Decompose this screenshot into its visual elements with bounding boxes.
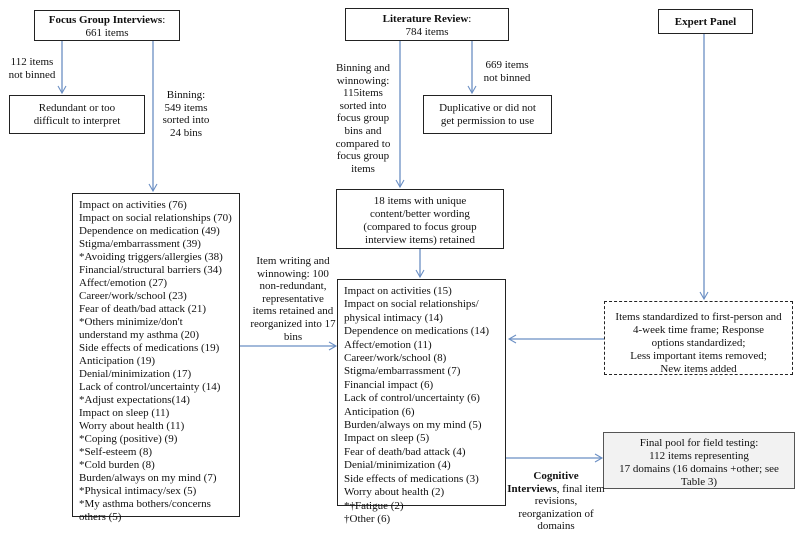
domain-item: †Other (6) <box>344 512 391 525</box>
bin-item: Affect/emotion (27) <box>79 277 168 289</box>
domain-item: Lack of control/uncertainty (6) <box>344 392 480 405</box>
bins-24-list: Impact on activities (76)Impact on socia… <box>72 193 240 523</box>
domain-item: Impact on sleep (5) <box>344 432 430 445</box>
expert-change-line: Items standardized to first-person and <box>615 311 782 323</box>
literature-title: Literature Review <box>382 13 469 25</box>
expert-change-line: 4-week time frame; Response <box>632 324 765 336</box>
literature-count: 784 items <box>405 26 449 38</box>
final-pool-box: Final pool for field testing:112 items r… <box>603 432 795 489</box>
bin-item: *Physical intimacy/sex (5) <box>79 485 197 497</box>
domain-item: Worry about health (2) <box>344 486 445 499</box>
domain-item: Career/work/school (8) <box>344 352 447 365</box>
domain-item: Burden/always on my mind (5) <box>344 419 482 432</box>
expert-change-line: New items added <box>660 363 737 375</box>
literature-box: Literature Review: 784 items <box>345 8 509 41</box>
bin-item: Impact on sleep (11) <box>79 407 170 419</box>
unique-items-box: 18 items with unique content/better word… <box>336 189 504 249</box>
bin-item: others (5) <box>79 511 122 523</box>
cognitive-detail: , final item revisions, reorganization o… <box>518 482 605 533</box>
cognitive-title: Cognitive Interviews <box>507 470 579 495</box>
domain-item: Financial impact (6) <box>344 378 434 391</box>
final-pool-line: Table 3) <box>680 476 718 488</box>
bin-item: *Others minimize/don't <box>79 316 183 328</box>
bin-item: *My asthma bothers/concerns <box>79 498 211 510</box>
domain-item: Anticipation (6) <box>344 405 415 418</box>
expert-title: Expert Panel <box>674 16 737 28</box>
bin-item: Stigma/embarrassment (39) <box>79 238 201 250</box>
bin-item: *Avoiding triggers/allergies (38) <box>79 251 223 263</box>
bin-item: Fear of death/bad attack (21) <box>79 303 207 315</box>
bin-item: Lack of control/uncertainty (14) <box>79 381 221 393</box>
item-writing-label: Item writing and winnowing: 100 non-redu… <box>250 255 336 343</box>
domain-item: Denial/minimization (4) <box>344 459 451 472</box>
focus-group-count: 661 items <box>85 27 129 39</box>
expert-change-line: Less important items removed; <box>630 350 767 362</box>
bin-item: Anticipation (19) <box>79 355 156 367</box>
final-pool-line: Final pool for field testing: <box>639 437 759 449</box>
bin-item: *Cold burden (8) <box>79 459 155 471</box>
redundant-box: Redundant or too difficult to interpret <box>9 95 145 134</box>
domain-item: Affect/emotion (11) <box>344 338 432 351</box>
domain-item: physical intimacy (14) <box>344 311 443 324</box>
expert-panel-box: Expert Panel <box>658 9 753 34</box>
bin-item: Financial/structural barriers (34) <box>79 264 222 276</box>
fg-binning-label: Binning: 549 items sorted into 24 bins <box>162 89 210 139</box>
domain-item: Impact on social relationships/ <box>344 298 479 311</box>
fg-not-binned-label: 112 items not binned <box>8 56 56 81</box>
bin-item: Impact on social relationships (70) <box>79 212 232 224</box>
bin-item: understand my asthma (20) <box>79 329 200 341</box>
bin-item: *Self-esteem (8) <box>79 446 152 458</box>
expert-change-line: options standardized; <box>651 337 746 349</box>
lit-not-binned-label: 669 items not binned <box>483 59 531 84</box>
focus-group-title: Focus Group Interviews <box>48 14 163 26</box>
domain-item: Fear of death/bad attack (4) <box>344 445 466 458</box>
bin-item: Dependence on medication (49) <box>79 225 220 237</box>
cognitive-label: Cognitive Interviews, final item revisio… <box>506 470 606 533</box>
bins-17-list: Impact on activities (15)Impact on socia… <box>337 279 506 525</box>
domain-item: *†Fatigue (2) <box>344 499 404 512</box>
bin-item: *Adjust expectations(14) <box>79 394 190 406</box>
bin-item: Side effects of medications (19) <box>79 342 220 354</box>
bin-item: Worry about health (11) <box>79 420 185 432</box>
bin-item: Denial/minimization (17) <box>79 368 192 380</box>
duplicative-box: Duplicative or did not get permission to… <box>423 95 552 134</box>
bin-item: *Coping (positive) (9) <box>79 433 178 445</box>
domain-item: Impact on activities (15) <box>344 285 452 297</box>
bin-item: Burden/always on my mind (7) <box>79 472 217 484</box>
bin-item: Impact on activities (76) <box>79 199 187 211</box>
domain-item: Side effects of medications (3) <box>344 472 479 485</box>
final-pool-line: 17 domains (16 domains +other; see <box>619 463 779 475</box>
focus-group-box: Focus Group Interviews: 661 items <box>34 10 180 41</box>
final-pool-line: 112 items representing <box>649 450 749 462</box>
domain-item: Stigma/embarrassment (7) <box>344 365 461 378</box>
domain-item: Dependence on medications (14) <box>344 325 490 338</box>
lit-binning-label: Binning and winnowing: 115items sorted i… <box>335 62 391 175</box>
bin-item: Career/work/school (23) <box>79 290 187 302</box>
